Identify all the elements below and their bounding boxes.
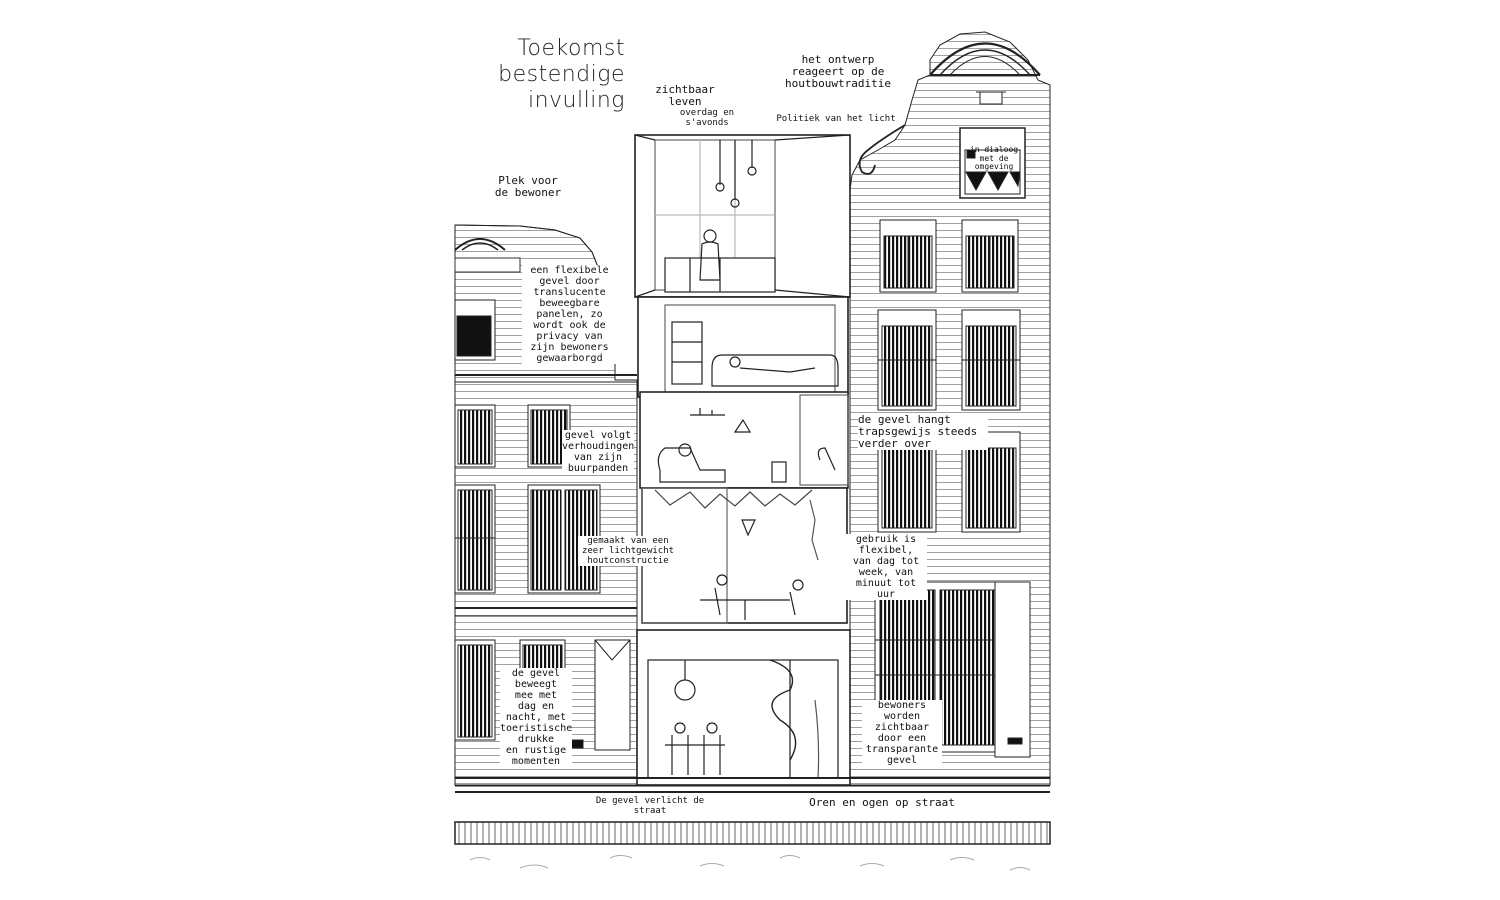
label-gevel-volgt: gevel volgt verhoudingen van zijn buurpa…	[562, 430, 635, 474]
label-ontwerp: het ontwerp reageert op de houtbouwtradi…	[785, 53, 891, 90]
label-beweegt: de gevel beweegt mee met dag en nacht, m…	[500, 668, 573, 767]
label-verlicht: De gevel verlicht de straat	[595, 796, 705, 816]
label-zichtbaar-leven: zichtbaar leven	[655, 83, 715, 108]
label-bewoners: bewoners worden zichtbaar door een trans…	[862, 700, 942, 766]
label-gemaakt: gemaakt van een zeer lichtgewicht houtco…	[578, 536, 678, 566]
label-flexibele-gevel: een flexibele gevel door translucente be…	[522, 265, 617, 364]
label-politiek: Politiek van het licht	[776, 114, 896, 124]
label-gebruik: gebruik is flexibel, van dag tot week, v…	[845, 534, 927, 600]
infill-building	[634, 134, 851, 786]
label-overdag: overdag en s'avonds	[679, 108, 735, 128]
left-building	[454, 224, 638, 786]
street-canal	[454, 777, 1051, 871]
label-gevel-hangt: de gevel hangt trapsgewijs steeds verder…	[858, 414, 988, 450]
right-building	[849, 31, 1051, 786]
label-oren: Oren en ogen op straat	[809, 796, 955, 809]
page-title: Toekomst bestendige invulling	[498, 36, 625, 113]
label-dialoog: in dialoog met de omgeving	[969, 145, 1019, 171]
label-plek: Plek voor de bewoner	[494, 174, 562, 199]
